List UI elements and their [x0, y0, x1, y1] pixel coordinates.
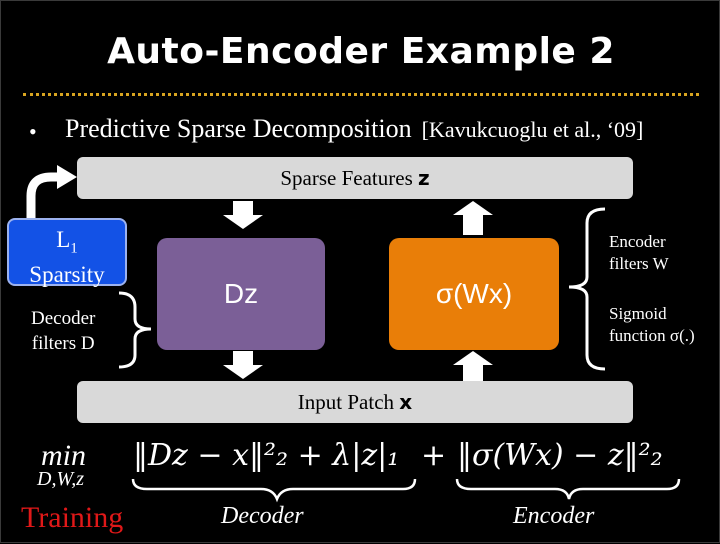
- citation: [Kavukcuoglu et al., ‘09]: [421, 117, 644, 142]
- bullet-point: Predictive Sparse Decomposition [Kavukcuo…: [65, 114, 643, 144]
- sigmoid-note: Sigmoid function σ(.): [609, 303, 695, 347]
- arrow-down-bottom-left: [223, 351, 263, 379]
- formula-encoder-term: ‖σ(Wx) − z‖²₂: [457, 438, 663, 473]
- encoder-underbrace: [455, 478, 681, 500]
- formula-decoder-label: Decoder: [220, 503, 304, 529]
- sparse-features-bar: Sparse Features z: [77, 157, 633, 199]
- x-symbol: x: [399, 390, 413, 414]
- encoder-filters-line1: Encoder: [609, 232, 666, 251]
- input-patch-label: Input Patch: [297, 390, 395, 414]
- encoder-filters-note: Encoder filters W: [609, 231, 669, 275]
- l1-sparsity-box: L1 Sparsity: [7, 218, 127, 287]
- decoder-filters-line1: Decoder: [31, 308, 96, 329]
- z-symbol: z: [418, 166, 430, 190]
- input-patch-bar: Input Patch x: [77, 381, 633, 423]
- formula-encoder-label: Encoder: [512, 503, 595, 529]
- l1-label: L: [56, 227, 71, 252]
- bullet-icon: •: [29, 119, 37, 144]
- arrow-down-top-left: [223, 201, 263, 229]
- encoder-brace: [568, 207, 606, 371]
- sigmoid-line2: function σ(.): [609, 326, 695, 345]
- formula-decoder-term: ‖Dz − x‖²₂ + λ|z|₁: [133, 438, 399, 473]
- arrow-up-bottom-right: [453, 351, 493, 381]
- formula-plus: +: [421, 438, 446, 473]
- slide-title: Auto-Encoder Example 2: [107, 31, 615, 72]
- objective-formula: min D,W,z ‖Dz − x‖²₂ + λ|z|₁ + ‖σ(Wx) − …: [36, 438, 681, 529]
- sparse-features-label: Sparse Features: [280, 166, 413, 190]
- bullet-text: Predictive Sparse Decomposition: [65, 114, 412, 143]
- l1-curve-arrow: [26, 172, 59, 218]
- formula-min-sub: D,W,z: [36, 468, 84, 490]
- decoder-filters-note: Decoder filters D: [31, 306, 95, 356]
- decoder-underbrace: [131, 478, 417, 503]
- decoder-filters-line2: filters D: [31, 333, 95, 354]
- l1-subscript: 1: [70, 240, 78, 257]
- encoder-filters-line2: filters W: [609, 254, 669, 273]
- decoder-brace: [118, 291, 152, 369]
- sparsity-label: Sparsity: [29, 261, 105, 287]
- arrow-up-top-right: [453, 201, 493, 235]
- decoder-box: Dz: [157, 238, 325, 350]
- sigmoid-line1: Sigmoid: [609, 304, 667, 323]
- training-label: Training: [21, 501, 124, 534]
- encoder-box: σ(Wx): [389, 238, 559, 350]
- title-divider: [23, 93, 699, 96]
- formula-min: min: [41, 439, 86, 472]
- l1-curve-arrowhead: [57, 165, 77, 189]
